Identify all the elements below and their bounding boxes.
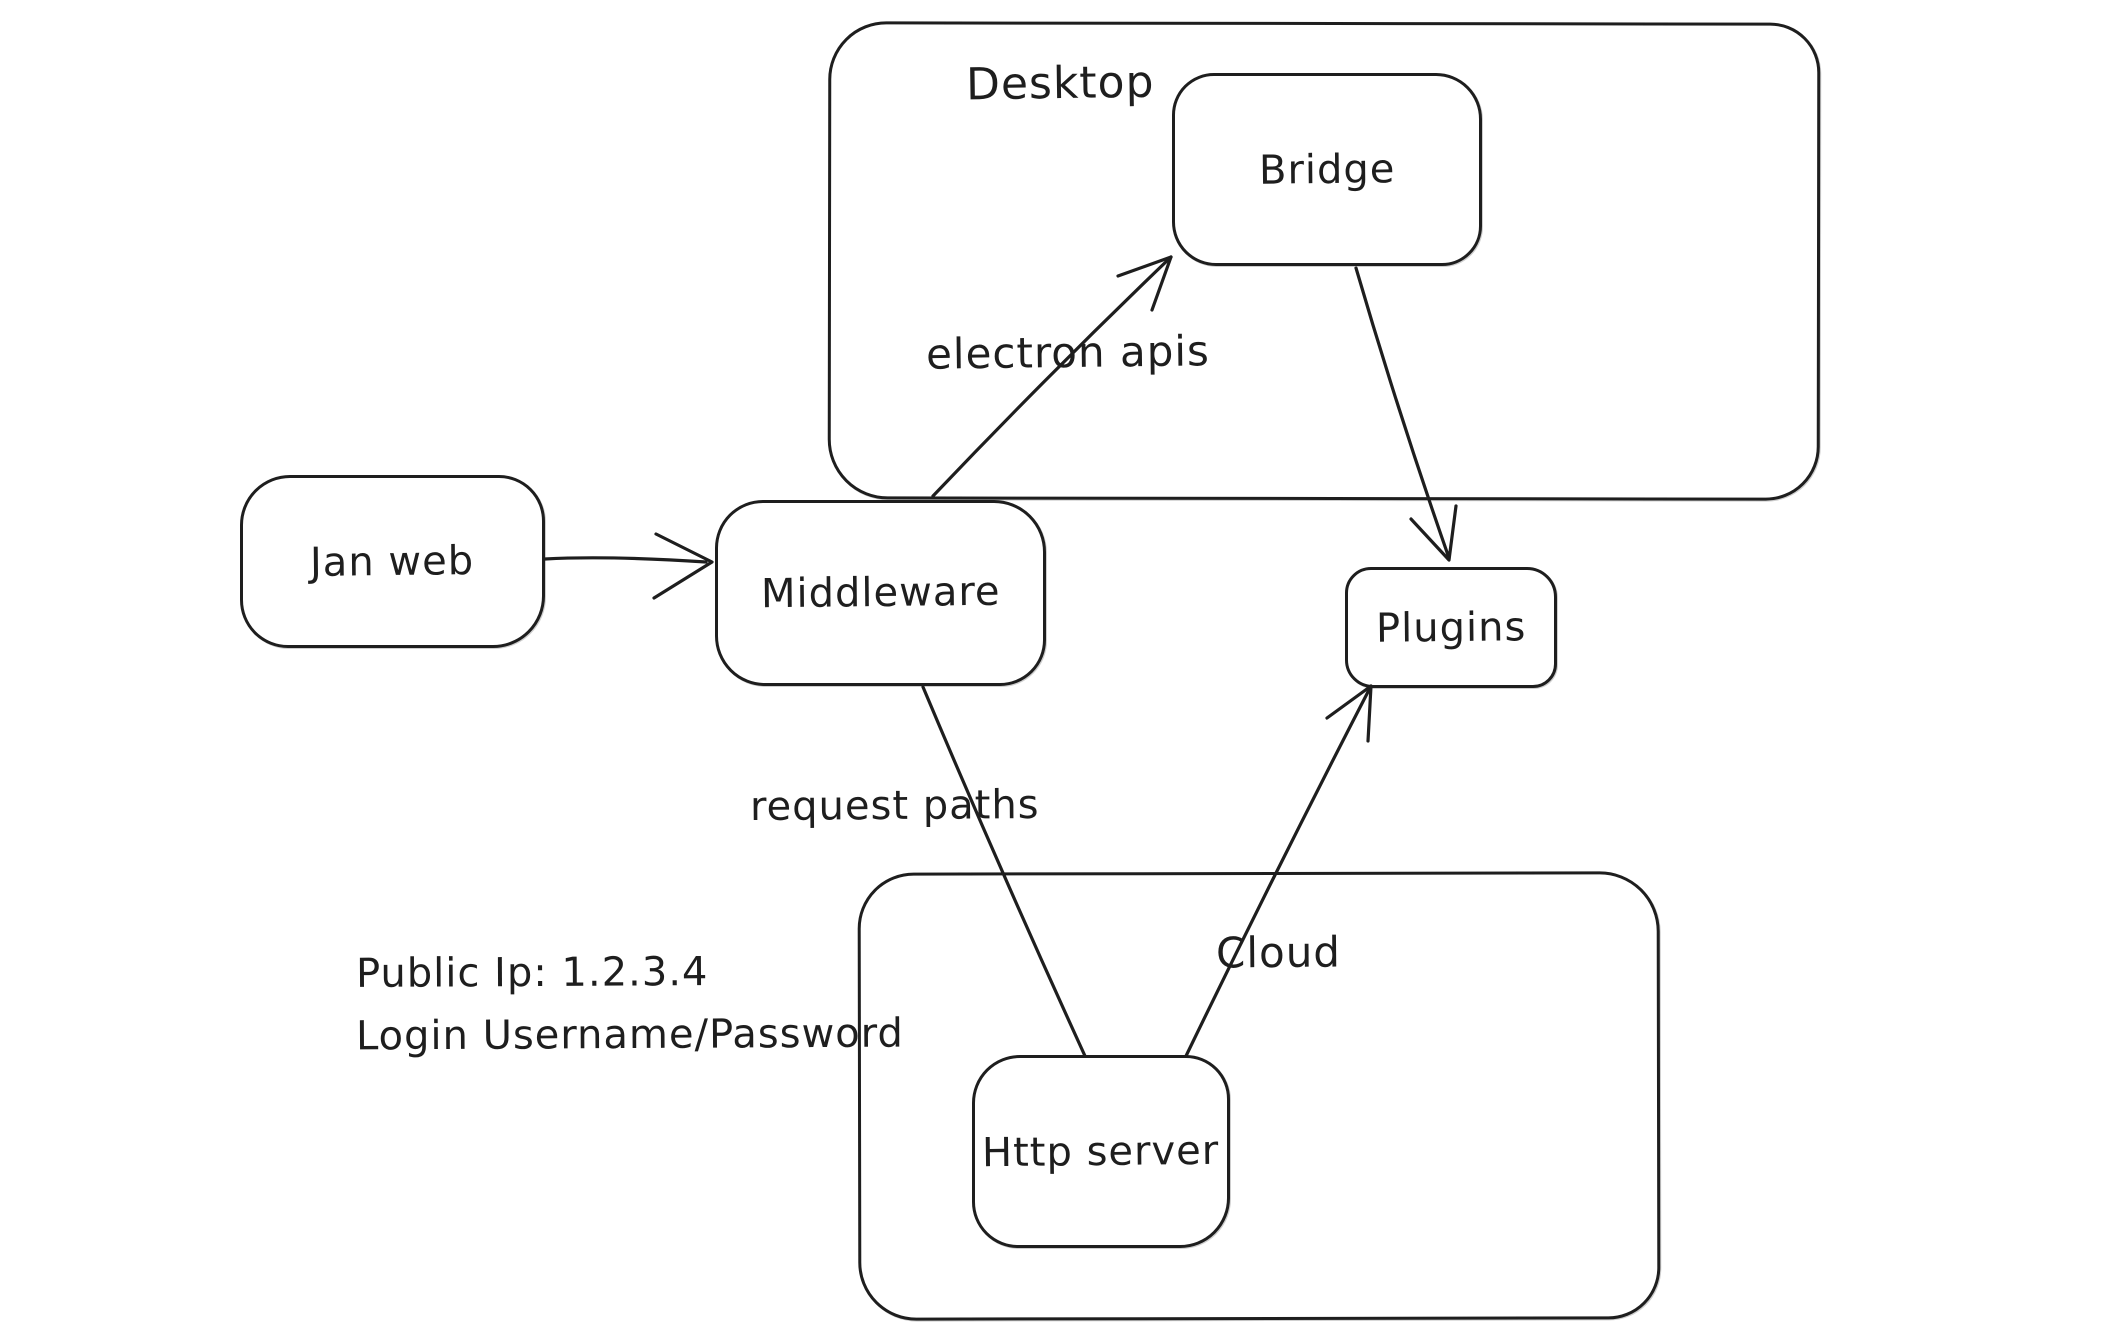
node-bridge-label: Bridge: [1258, 145, 1396, 194]
edge-label-electron-apis: electron apis: [925, 326, 1211, 379]
edge-jan-web-to-middleware: [543, 556, 708, 564]
annotation-public-ip: Public Ip: 1.2.3.4: [355, 949, 709, 997]
edge-bridge-to-plugins-arrowhead: [1409, 504, 1458, 562]
node-middleware-label: Middleware: [760, 568, 1001, 618]
node-jan-web: Jan web: [240, 475, 545, 648]
node-bridge: Bridge: [1172, 73, 1482, 266]
node-jan-web-label: Jan web: [310, 537, 475, 586]
node-middleware: Middleware: [715, 500, 1046, 686]
edge-http-server-to-plugins-arrowhead: [1325, 684, 1373, 743]
edge-label-request-paths: request paths: [749, 781, 1040, 831]
node-http-server-label: Http server: [982, 1127, 1220, 1176]
container-desktop-label: Desktop: [965, 56, 1155, 111]
container-cloud-label: Cloud: [1215, 927, 1342, 978]
edge-jan-web-to-middleware-arrowhead: [652, 532, 714, 600]
annotation-login: Login Username/Password: [355, 1010, 904, 1060]
node-http-server: Http server: [972, 1055, 1230, 1248]
node-plugins-label: Plugins: [1375, 603, 1527, 652]
node-plugins: Plugins: [1345, 567, 1557, 688]
